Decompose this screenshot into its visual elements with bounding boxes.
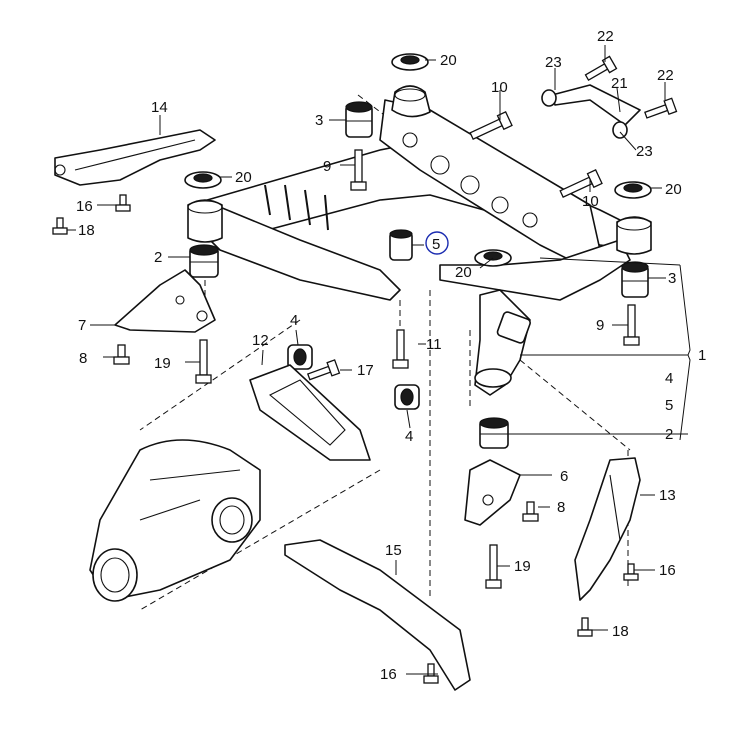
callout-4-bracket: 4 [665, 370, 673, 387]
callout-11: 11 [426, 336, 442, 353]
bushing-part-5 [389, 229, 413, 261]
rear-differential [89, 439, 261, 602]
stop-disc-top [391, 53, 429, 71]
link-rod-21 [541, 84, 641, 139]
callout-4-top: 4 [290, 312, 298, 329]
callout-10-top: 10 [491, 79, 508, 96]
bolts [52, 55, 678, 684]
callout-16-bottom: 16 [380, 666, 397, 683]
callout-22-right: 22 [657, 67, 674, 84]
callout-16-left: 16 [76, 198, 93, 215]
callout-8-left: 8 [79, 350, 87, 367]
callout-9-left: 9 [323, 158, 331, 175]
callout-13: 13 [659, 487, 676, 504]
callout-19-right: 19 [514, 558, 531, 575]
callout-2-right: 2 [665, 426, 673, 443]
leader-lines [67, 45, 691, 675]
callout-21: 21 [611, 75, 628, 92]
bracket-7 [114, 269, 216, 333]
callout-10-mid: 10 [582, 193, 599, 210]
bracket-6 [464, 459, 521, 526]
callout-23-right: 23 [636, 143, 653, 160]
bushing-right [621, 261, 649, 298]
callout-5-bracket: 5 [665, 397, 673, 414]
bushing-rear-lower [479, 417, 509, 449]
callout-16-right: 16 [659, 562, 676, 579]
callout-20-top: 20 [440, 52, 457, 69]
bushing-left-lower [189, 244, 219, 278]
mount-plate-12 [249, 364, 371, 461]
callout-3-right: 3 [668, 270, 676, 287]
bracket-15 [284, 539, 471, 691]
callout-7: 7 [78, 317, 86, 334]
bracket-14 [54, 129, 216, 186]
diff-bushing-right [394, 384, 420, 410]
bushing-upper-left [345, 101, 373, 138]
callout-14: 14 [151, 99, 168, 116]
callout-12: 12 [252, 332, 269, 349]
callout-4-bottom: 4 [405, 428, 413, 445]
callout-3-left: 3 [315, 112, 323, 129]
stop-disc-left [184, 171, 222, 189]
callout-1: 1 [698, 347, 706, 364]
callout-5: 5 [432, 236, 440, 253]
callout-18-left: 18 [78, 222, 95, 239]
callout-8-right: 8 [557, 499, 565, 516]
callout-9-right: 9 [596, 317, 604, 334]
part-5-highlight-ring [425, 231, 449, 255]
rear-subframe [187, 85, 652, 396]
callout-23-left: 23 [545, 54, 562, 71]
stop-disc-right [614, 181, 652, 199]
callout-20-left: 20 [235, 169, 252, 186]
callout-15: 15 [385, 542, 402, 559]
callout-17: 17 [357, 362, 374, 379]
callout-labels: 1 2 2 3 3 4 4 4 5 5 6 7 8 8 9 9 10 10 11… [76, 28, 706, 683]
bracket-13 [574, 457, 641, 601]
callout-18-right: 18 [612, 623, 629, 640]
callout-20-center: 20 [455, 264, 472, 281]
callout-20-right: 20 [665, 181, 682, 198]
diff-bushing-left [287, 344, 313, 370]
callout-6: 6 [560, 468, 568, 485]
callout-19-left: 19 [154, 355, 171, 372]
callout-2-left: 2 [154, 249, 162, 266]
callout-22-top: 22 [597, 28, 614, 45]
